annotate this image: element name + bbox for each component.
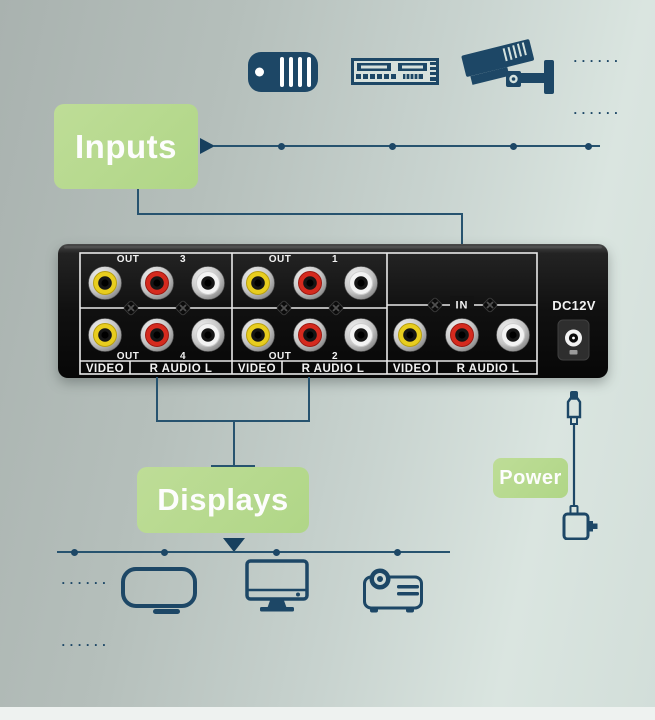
power-adapter-icon — [562, 391, 598, 540]
out-number: 4 — [180, 351, 186, 362]
inputs-connector-horizontal — [137, 213, 463, 215]
input-line-node — [510, 142, 517, 150]
dvd-player-icon — [351, 58, 439, 85]
input-line-node — [389, 142, 396, 150]
tv-icon — [121, 567, 197, 614]
out-label: OUT — [269, 351, 292, 362]
av-switch-rear-panel: OUT 3 OUT 1 OUT 4 OUT 2 IN VIDEO R AUDIO… — [58, 244, 608, 378]
audio-label: R AUDIO L — [457, 363, 520, 375]
ellipsis-top-2: ...... — [572, 104, 621, 117]
displays-arrowhead — [223, 538, 245, 552]
panel-grid — [79, 252, 538, 375]
audio-label: R AUDIO L — [302, 363, 365, 375]
in-label: IN — [456, 300, 469, 312]
media-player-icon — [248, 52, 318, 92]
out-number: 3 — [180, 254, 186, 265]
displays-box-tick — [211, 465, 255, 467]
displays-label: Displays — [157, 482, 289, 517]
inputs-connector-vertical — [137, 189, 139, 214]
bottom-band — [0, 707, 655, 720]
display-line-node — [161, 548, 168, 556]
ellipsis-bottom-2: ...... — [60, 636, 109, 649]
input-line-node — [278, 142, 285, 150]
out-number: 2 — [332, 351, 338, 362]
input-bus-line — [213, 145, 600, 147]
input-line-node — [585, 142, 592, 150]
out-label: OUT — [269, 254, 292, 265]
output-connector-center — [233, 420, 235, 468]
input-line-arrowhead — [200, 138, 215, 154]
output-connector-right — [308, 377, 310, 422]
audio-label: R AUDIO L — [150, 363, 213, 375]
dc-power-jack — [557, 319, 590, 361]
video-label: VIDEO — [393, 363, 431, 375]
dc12v-label: DC12V — [552, 298, 595, 313]
power-label: Power — [499, 466, 562, 489]
display-line-node — [394, 548, 401, 556]
inputs-label: Inputs — [75, 127, 177, 165]
out-number: 1 — [332, 254, 338, 265]
projector-icon — [363, 568, 423, 613]
ellipsis-bottom-1: ...... — [60, 574, 109, 587]
out-label: OUT — [117, 254, 140, 265]
display-line-node — [273, 548, 280, 556]
displays-label-box: Displays — [137, 467, 309, 533]
display-line-node — [71, 548, 78, 556]
display-bus-line — [57, 551, 450, 553]
inputs-connector-drop — [461, 213, 463, 245]
video-label: VIDEO — [86, 363, 124, 375]
ellipsis-top-1: ...... — [572, 52, 621, 65]
monitor-icon — [245, 559, 309, 612]
inputs-label-box: Inputs — [54, 104, 198, 189]
out-label: OUT — [117, 351, 140, 362]
cctv-camera-icon — [461, 39, 554, 94]
output-connector-left — [156, 377, 158, 422]
power-label-box: Power — [493, 458, 568, 498]
video-label: VIDEO — [238, 363, 276, 375]
